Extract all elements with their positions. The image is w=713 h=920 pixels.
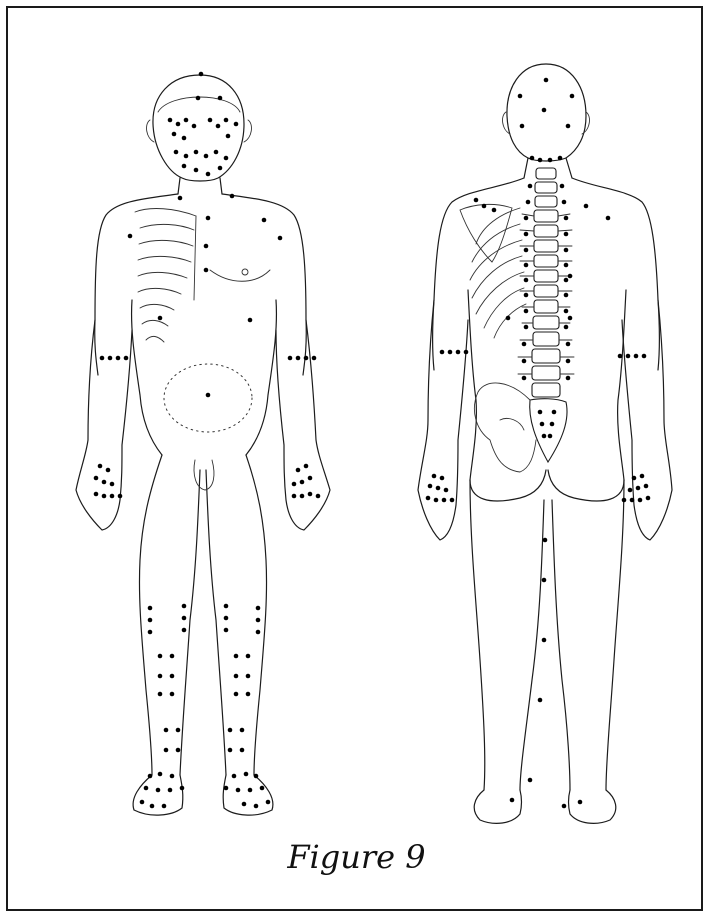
front-acupoints xyxy=(94,72,321,809)
figure-caption: Figure 9 xyxy=(0,838,713,876)
front-view xyxy=(76,72,330,815)
front-ribcage xyxy=(135,209,196,342)
back-view xyxy=(418,64,672,823)
back-skeleton xyxy=(460,168,574,472)
front-body-outline xyxy=(76,75,330,815)
